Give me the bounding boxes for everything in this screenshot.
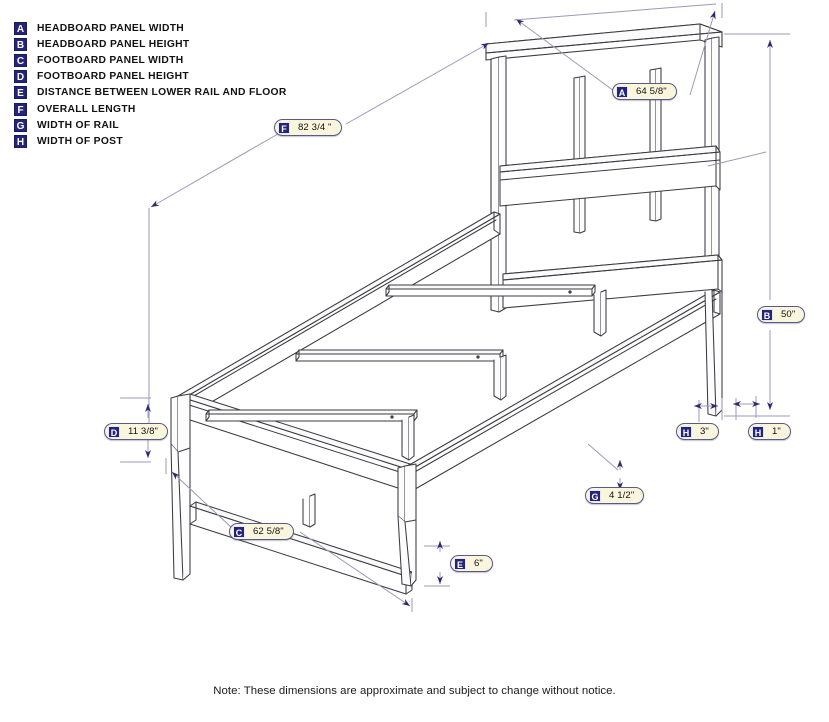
legend-badge-g: G [14,118,27,132]
footboard-lower-rail [189,501,413,595]
callout-value-e: 6" [474,558,483,569]
callout-badge-h1: H [680,425,692,438]
callout-value-g: 4 1/2" [609,490,635,501]
callout-value-a: 64 5/8" [636,86,667,97]
ext-g-lead [587,443,619,471]
dim-a-leader-left [515,18,615,92]
callout-g[interactable]: G 4 1/2" [585,487,645,504]
legend-label-c: FOOTBOARD PANEL WIDTH [37,54,184,66]
legend-item-d: D FOOTBOARD PANEL HEIGHT [14,69,344,85]
footer-note: Note: These dimensions are approximate a… [213,685,616,697]
legend-badge-c: C [14,53,27,67]
legend-label-d: FOOTBOARD PANEL HEIGHT [37,71,189,83]
dim-f-leader [150,130,284,208]
callout-value-h1: 3" [700,426,709,437]
footboard-left-post [170,393,191,581]
dim-f-leader2 [345,42,490,125]
legend-badge-a: A [14,21,27,35]
legend-item-c: C FOOTBOARD PANEL WIDTH [14,52,344,68]
ext-b-lead [707,151,767,167]
headboard-slat-1 [573,75,586,234]
callout-badge-b: B [761,308,773,321]
dim-c-leader2 [299,531,411,607]
cross-slat-1 [385,284,596,297]
legend-label-g: WIDTH OF RAIL [37,119,119,131]
legend-badge-b: B [14,37,27,51]
callout-c[interactable]: C 62 5/8" [229,523,294,540]
legend-item-h: H WIDTH OF POST [14,133,344,149]
callout-value-f: 82 3/4 " [298,122,332,133]
callout-badge-g: G [589,489,601,502]
legend-badge-e: E [14,86,27,100]
callout-e[interactable]: E 6" [450,555,493,572]
far-side-rail [177,211,501,419]
footboard-right-post [397,463,417,587]
legend: A HEADBOARD PANEL WIDTH B HEADBOARD PANE… [14,20,344,150]
headboard-top-rail [485,23,723,61]
callout-d[interactable]: D 11 3/8" [104,423,169,440]
dimension-lines [120,3,790,612]
headboard-bottom-rail [502,254,723,309]
bed-body [170,23,723,595]
legend-badge-h: H [14,134,27,148]
callout-badge-c: C [233,525,245,538]
legend-item-e: E DISTANCE BETWEEN LOWER RAIL AND FLOOR [14,85,344,101]
dim-a-leader-right [689,10,716,96]
legend-item-f: F OVERALL LENGTH [14,101,344,117]
near-side-rail [403,289,721,493]
cross-slat-3 [205,409,418,422]
center-leg-1 [593,289,607,337]
center-leg-4 [302,493,316,528]
callout-f[interactable]: F 82 3/4 " [274,119,342,136]
callout-value-b: 50" [781,309,796,320]
legend-badge-d: D [14,70,27,84]
callout-badge-f: F [278,121,290,134]
legend-label-f: OVERALL LENGTH [37,103,136,115]
dim-a-line [513,3,717,21]
dim-c-leader [171,471,233,529]
callout-value-c: 62 5/8" [253,526,284,537]
cross-slat-2 [295,349,504,362]
callout-a[interactable]: A 64 5/8" [612,83,677,100]
callout-h-post-3[interactable]: H 3" [676,423,719,440]
callout-h-post-1[interactable]: H 1" [748,423,791,440]
legend-item-b: B HEADBOARD PANEL HEIGHT [14,36,344,52]
callout-badge-a: A [616,85,628,98]
headboard-lower-rail [499,145,721,207]
legend-label-a: HEADBOARD PANEL WIDTH [37,22,185,34]
callout-badge-e: E [454,557,466,570]
legend-label-b: HEADBOARD PANEL HEIGHT [37,38,190,50]
callout-value-d: 11 3/8" [128,426,159,437]
callout-value-h2: 1" [772,426,781,437]
legend-badge-f: F [14,102,27,116]
footboard-top-rail [183,393,411,493]
center-leg-3 [401,414,415,461]
legend-item-a: A HEADBOARD PANEL WIDTH [14,20,344,36]
legend-label-h: WIDTH OF POST [37,135,123,147]
callout-badge-d: D [108,425,120,438]
callout-b[interactable]: B 50" [757,306,806,323]
center-leg-2 [493,354,507,401]
legend-item-g: G WIDTH OF RAIL [14,117,344,133]
callout-badge-h2: H [752,425,764,438]
legend-label-e: DISTANCE BETWEEN LOWER RAIL AND FLOOR [37,87,287,99]
